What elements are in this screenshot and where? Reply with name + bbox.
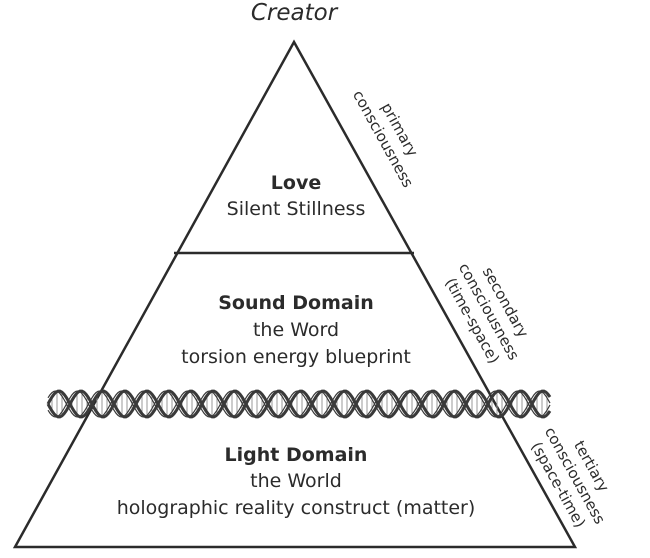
pyramid-outline [12, 39, 578, 549]
level-light-name: Light Domain [224, 444, 368, 466]
creator-title: Creator [250, 0, 338, 26]
level-light-line-1: the World [250, 470, 342, 492]
level-love-name: Love [270, 172, 322, 194]
level-sound-line-1: the Word [252, 319, 340, 341]
level-love-line-1: Silent Stillness [226, 198, 366, 220]
dna-helix [46, 389, 552, 419]
level-sound-line-2: torsion energy blueprint [181, 346, 411, 368]
dna-strand [46, 389, 552, 419]
level-sound-name: Sound Domain [218, 292, 374, 314]
dna-strand [47, 390, 551, 418]
level-light-line-2: holographic reality construct (matter) [116, 497, 476, 519]
dna-strand [47, 390, 551, 418]
dna-strand [46, 389, 552, 419]
